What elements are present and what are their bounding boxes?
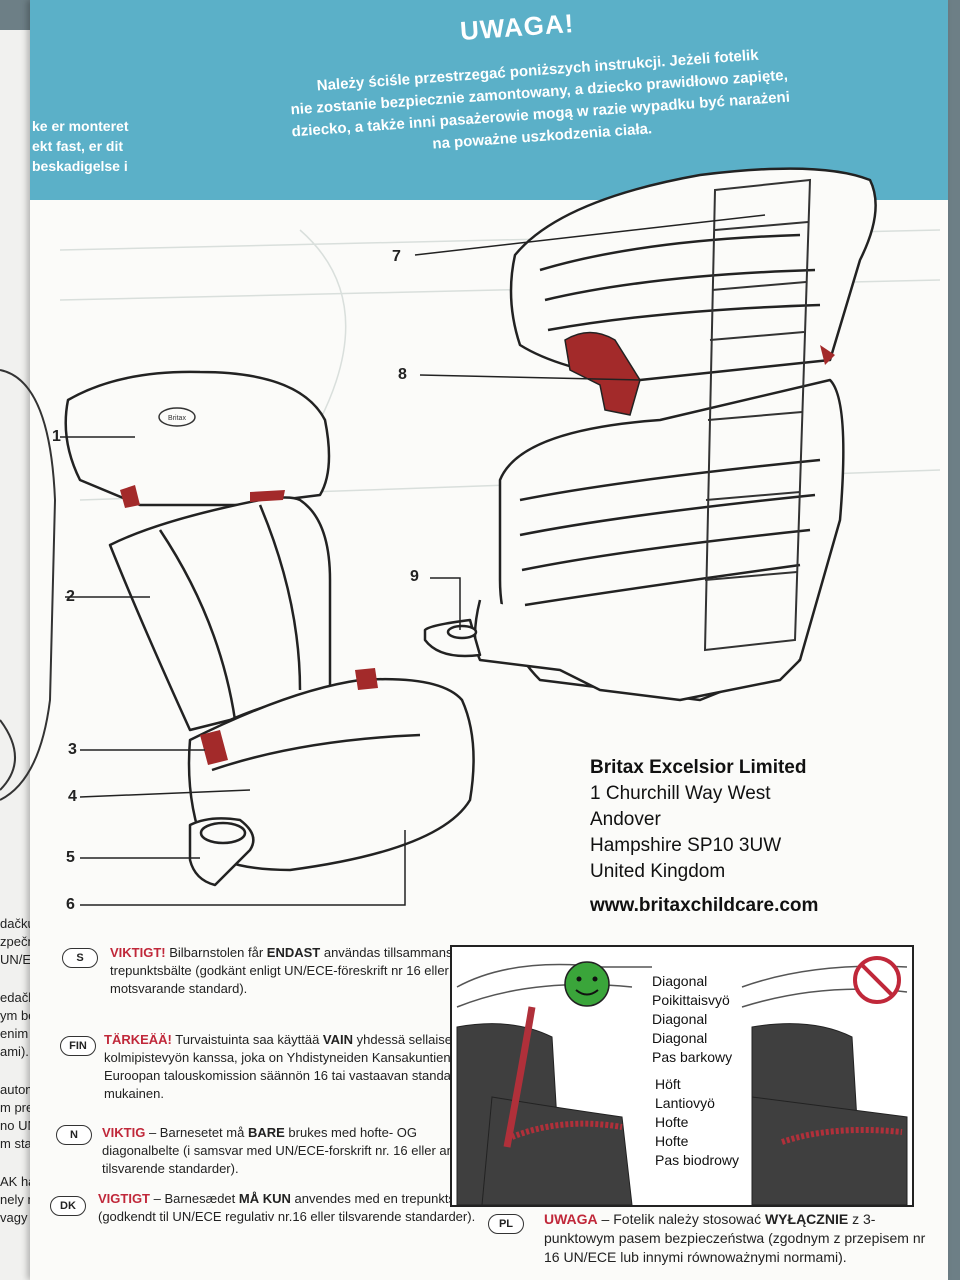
back-frame	[703, 178, 812, 652]
britax-logo	[158, 407, 196, 427]
banner-fragment-left: ke er monteret ekt fast, er dit beskadig…	[32, 118, 129, 174]
belt-diagram	[450, 945, 914, 1207]
address-line: Andover	[590, 809, 661, 830]
lang-badge-pl: PL	[488, 1214, 524, 1234]
warning-sv: VIKTIGT! Bilbarnstolen får ENDAST använd…	[110, 945, 489, 996]
warning-pl: UWAGA – Fotelik należy stosować WYŁĄCZNI…	[544, 1211, 926, 1265]
address-line: United Kingdom	[590, 861, 726, 882]
lang-badge-dk: DK	[50, 1196, 86, 1216]
callout-7: 7	[392, 248, 401, 265]
callout-6: 6	[66, 896, 75, 913]
lang-badge-s: S	[62, 948, 98, 968]
lang-badge-n: N	[56, 1125, 92, 1145]
belt-hook-red	[564, 331, 641, 416]
belt-guide-red	[120, 485, 378, 765]
diagonal-belt	[503, 1006, 536, 1148]
warning-da: VIGTIGT – Barnesædet MÅ KUN anvendes med…	[98, 1191, 479, 1224]
lap-belt	[510, 1120, 623, 1140]
logo-text: Britax	[168, 415, 186, 422]
address-line: 1 Churchill Way West	[590, 783, 771, 804]
hip-belt-labels: Höft Lantiovyö Hofte Hofte Pas biodrowy	[655, 1076, 740, 1168]
smiley-icon	[564, 961, 610, 1007]
callout-lines	[60, 214, 766, 906]
lang-badge-fin: FIN	[60, 1036, 96, 1056]
manufacturer-address: Britax Excelsior Limited 1 Churchill Way…	[590, 755, 818, 919]
callout-1: 1	[52, 428, 61, 445]
website-link[interactable]: www.britaxchildcare.com	[590, 895, 819, 916]
warning-no: VIKTIG – Barnesetet må BARE brukes med h…	[102, 1125, 473, 1176]
callout-4: 4	[68, 788, 77, 805]
callout-8: 8	[398, 366, 407, 383]
callout-5: 5	[66, 849, 75, 866]
diagonal-belt-labels: Diagonal Poikittaisvyö Diagonal Diagonal…	[652, 973, 733, 1065]
callout-2: 2	[66, 588, 75, 605]
address-line: Hampshire SP10 3UW	[590, 835, 782, 856]
booster-seat-front	[64, 370, 475, 887]
callout-9: 9	[410, 568, 419, 585]
booster-seat-back	[423, 167, 877, 702]
warning-banner: UWAGA! Należy ściśle przestrzegać poniżs…	[30, 0, 948, 200]
callout-3: 3	[68, 741, 77, 758]
company-name: Britax Excelsior Limited	[590, 757, 807, 778]
lap-belt-only	[781, 1127, 903, 1145]
warning-fi: TÄRKEÄÄ! Turvaistuinta saa käyttää VAIN …	[104, 1032, 473, 1101]
